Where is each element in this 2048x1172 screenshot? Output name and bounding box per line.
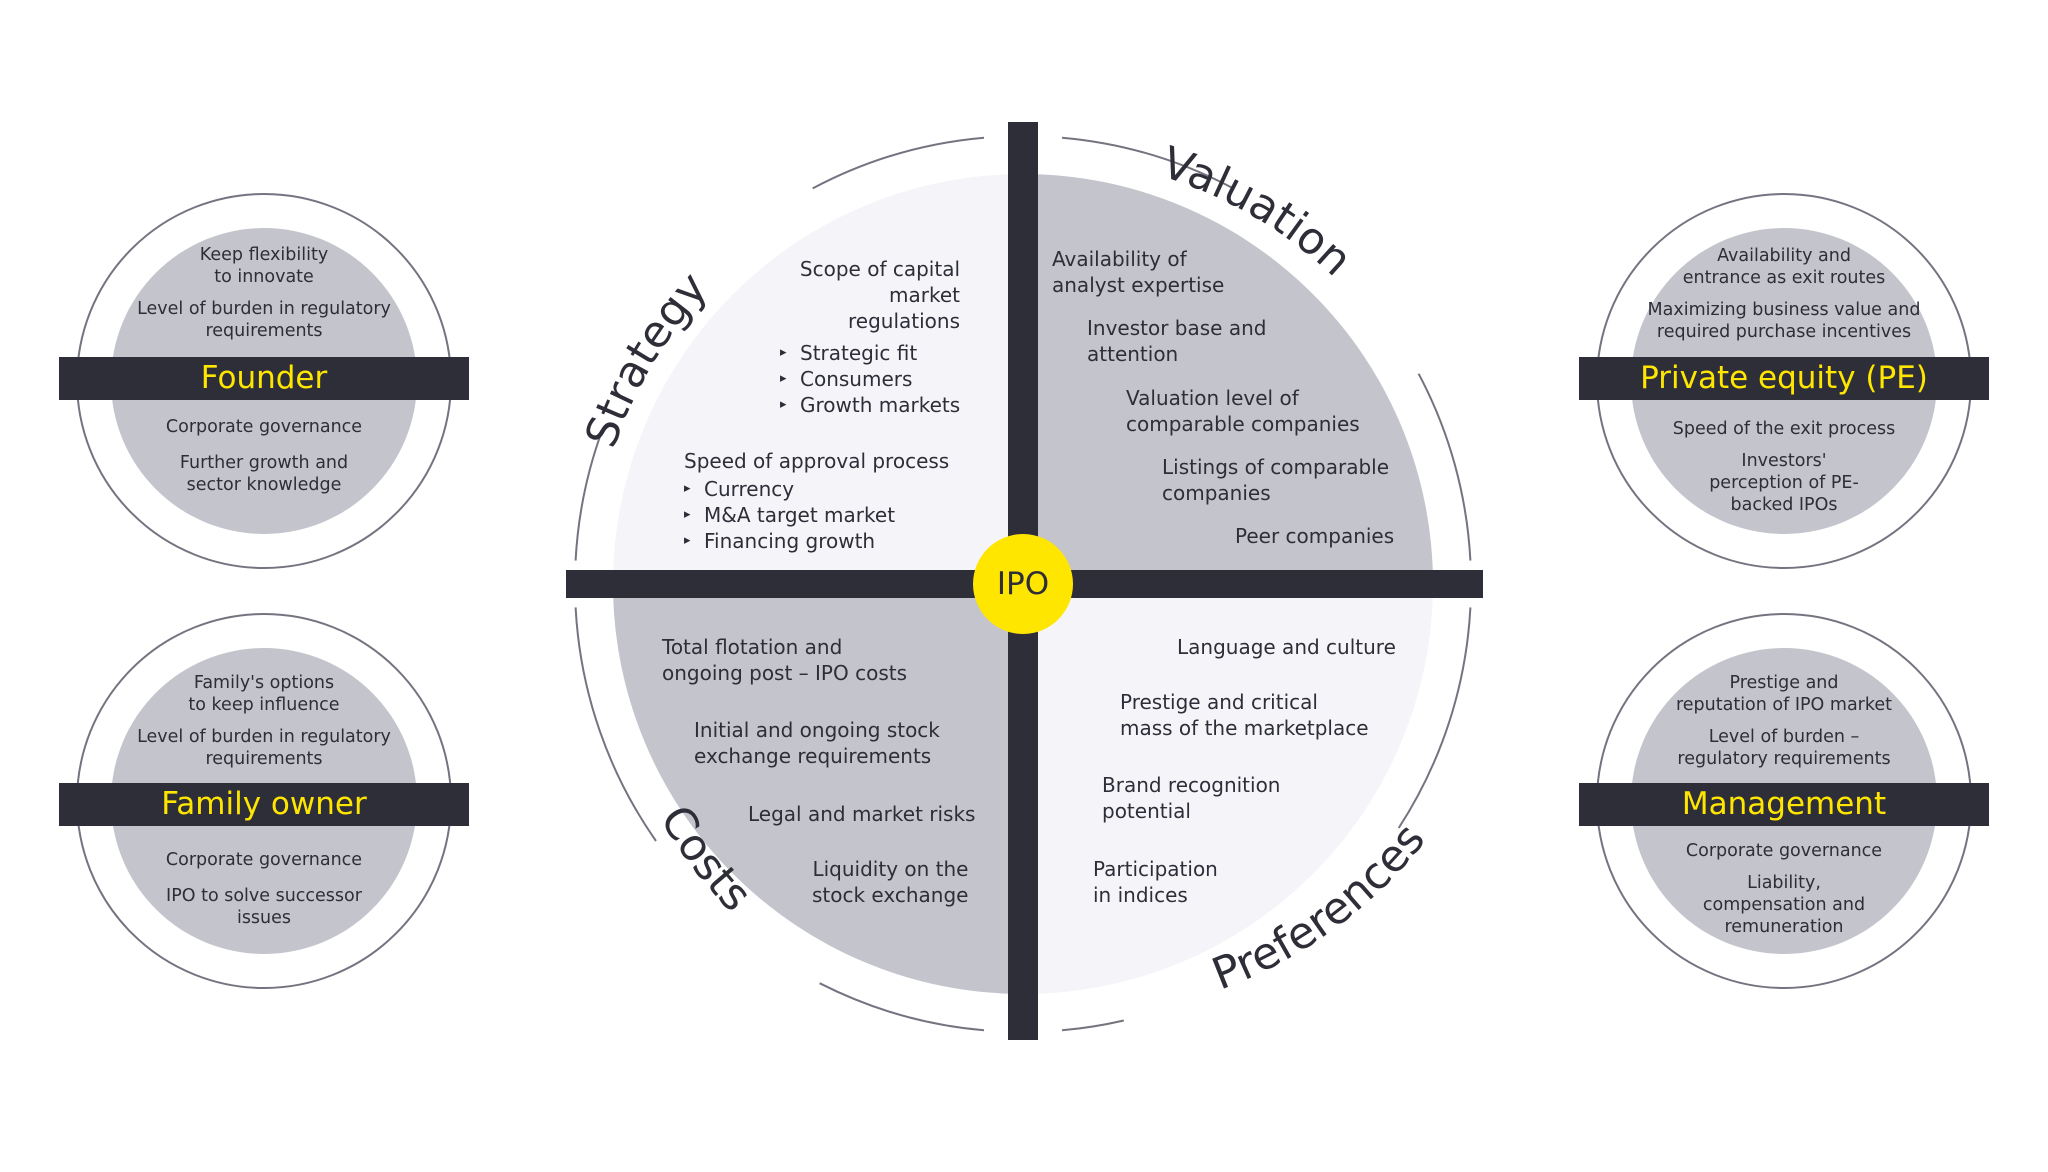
strategy-item-capital-market: Scope of capital market regulations Stra… <box>780 256 1024 418</box>
preferences-quadrant <box>1023 584 1433 994</box>
family-owner-item: Family's options to keep influence <box>188 673 340 715</box>
family-owner-item: IPO to solve successor issues <box>166 886 362 928</box>
strategy-item-text: Speed of approval process <box>684 449 950 473</box>
private-equity-bottom-items: Speed of the exit process Investors' per… <box>1579 418 1989 526</box>
costs-item: Legal and market risks <box>748 802 976 826</box>
private-equity-item: Maximizing business value and required p… <box>1647 300 1921 342</box>
preferences-item: Prestige and critical mass of the market… <box>1120 690 1369 740</box>
founder-item: Level of burden in regulatory requiremen… <box>137 299 391 341</box>
preferences-item: Brand recognition potential <box>1102 773 1281 823</box>
bullet-item: M&A target market <box>684 502 1024 528</box>
founder-item: Corporate governance <box>165 417 363 437</box>
costs-item: Total flotation and ongoing post – IPO c… <box>662 635 908 685</box>
stakeholder-family-owner: Family's options to keep influence Level… <box>59 614 469 994</box>
management-title: Management <box>1579 783 1989 826</box>
outer-ring-arc <box>812 136 985 190</box>
private-equity-item: Investors' perception of PE- backed IPOs <box>1709 451 1859 515</box>
founder-item: Further growth and sector knowledge <box>179 453 349 495</box>
founder-bottom-items: Corporate governance Further growth and … <box>59 416 469 506</box>
valuation-item: Investor base and attention <box>1087 316 1267 366</box>
management-item: Prestige and reputation of IPO market <box>1675 673 1893 715</box>
private-equity-item: Speed of the exit process <box>1672 419 1896 439</box>
management-item: Liability, compensation and remuneration <box>1702 873 1866 937</box>
costs-item: Initial and ongoing stock exchange requi… <box>694 718 940 768</box>
stakeholder-founder: Keep flexibility to innovate Level of bu… <box>59 194 469 574</box>
outer-ring-arc <box>574 430 603 561</box>
family-owner-bottom-items: Corporate governance IPO to solve succes… <box>59 849 469 939</box>
bullet-item: Growth markets <box>780 392 1024 418</box>
stakeholder-management: Prestige and reputation of IPO market Le… <box>1579 614 1989 994</box>
strategy-content: Scope of capital market regulations Stra… <box>684 256 1024 554</box>
costs-item: Liquidity on the stock exchange <box>812 857 969 907</box>
bullet-item: Strategic fit <box>780 340 1024 366</box>
bullet-item: Financing growth <box>684 528 1024 554</box>
strategy-bullets-1: Strategic fit Consumers Growth markets <box>780 340 1024 418</box>
preferences-item: Language and culture <box>1177 635 1396 659</box>
bullet-item: Consumers <box>780 366 1024 392</box>
outer-ring-arc <box>1061 1019 1125 1032</box>
outer-ring-arc <box>1397 607 1472 829</box>
strategy-item-text: Scope of capital market regulations <box>799 257 960 333</box>
valuation-item: Availability of analyst expertise <box>1052 247 1225 297</box>
outer-ring-arc <box>819 982 985 1032</box>
strategy-item-approval: Speed of approval process Currency M&A t… <box>684 448 1024 554</box>
management-top-items: Prestige and reputation of IPO market Le… <box>1579 672 1989 780</box>
outer-ring-arc <box>574 607 657 842</box>
management-item: Level of burden – regulatory requirement… <box>1677 727 1891 769</box>
family-owner-item: Level of burden in regulatory requiremen… <box>137 727 391 769</box>
costs-quadrant <box>613 584 1023 994</box>
family-owner-top-items: Family's options to keep influence Level… <box>59 672 469 780</box>
private-equity-item: Availability and entrance as exit routes <box>1682 246 1886 288</box>
private-equity-title: Private equity (PE) <box>1579 357 1989 400</box>
family-owner-item: Corporate governance <box>165 850 363 870</box>
outer-ring-arc <box>1417 373 1472 561</box>
valuation-item: Listings of comparable companies <box>1162 455 1390 505</box>
family-owner-title: Family owner <box>59 783 469 826</box>
valuation-quadrant <box>1023 174 1433 584</box>
valuation-item: Peer companies <box>1235 524 1395 548</box>
bullet-item: Currency <box>684 476 1024 502</box>
stakeholder-private-equity: Availability and entrance as exit routes… <box>1579 194 1989 574</box>
outer-ring-arc <box>1061 136 1234 190</box>
private-equity-top-items: Availability and entrance as exit routes… <box>1579 245 1989 353</box>
preferences-item: Participation in indices <box>1093 857 1218 907</box>
founder-top-items: Keep flexibility to innovate Level of bu… <box>59 244 469 352</box>
management-bottom-items: Corporate governance Liability, compensa… <box>1579 840 1989 948</box>
founder-item: Keep flexibility to innovate <box>199 245 329 287</box>
management-item: Corporate governance <box>1685 841 1883 861</box>
founder-title: Founder <box>59 357 469 400</box>
valuation-item: Valuation level of comparable companies <box>1126 386 1360 436</box>
strategy-bullets-2: Currency M&A target market Financing gro… <box>684 476 1024 554</box>
outer-ring <box>574 136 1472 1032</box>
